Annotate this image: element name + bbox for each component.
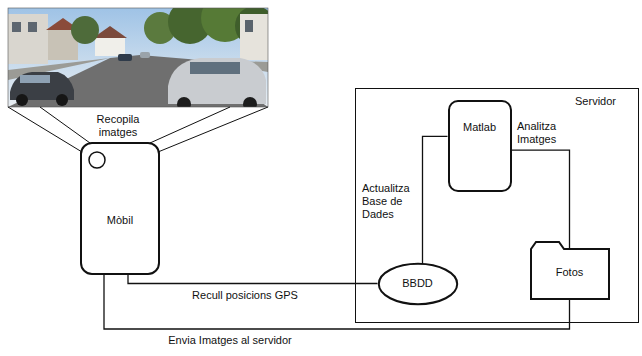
process-box: Matlab [448,100,512,192]
street-scene [8,8,268,107]
node-title: Matlab [463,121,496,134]
connector-line [104,275,570,329]
node-title: Fotos [556,266,584,279]
phone-box: Mòbil [80,142,160,275]
view-lines [8,107,268,152]
connector-line [423,136,448,263]
folder-shape: Fotos [530,240,610,300]
database-ellipse: BBDD [378,263,458,305]
connector-label: Analitza Imatges [517,120,573,146]
camera-lens [82,144,158,273]
connector-label: Recull posicions GPS [192,289,298,302]
node-title: BBDD [402,277,433,290]
connector-label: Envia Imatges al servidor [168,334,292,347]
node-title: Servidor [575,95,616,108]
note-label: Recopila imatges [88,113,148,139]
connector-line [512,150,570,248]
connector-label: Actualitza Base de Dades [362,182,417,221]
connector-line [128,275,378,284]
node-title: Mòbil [107,214,133,227]
